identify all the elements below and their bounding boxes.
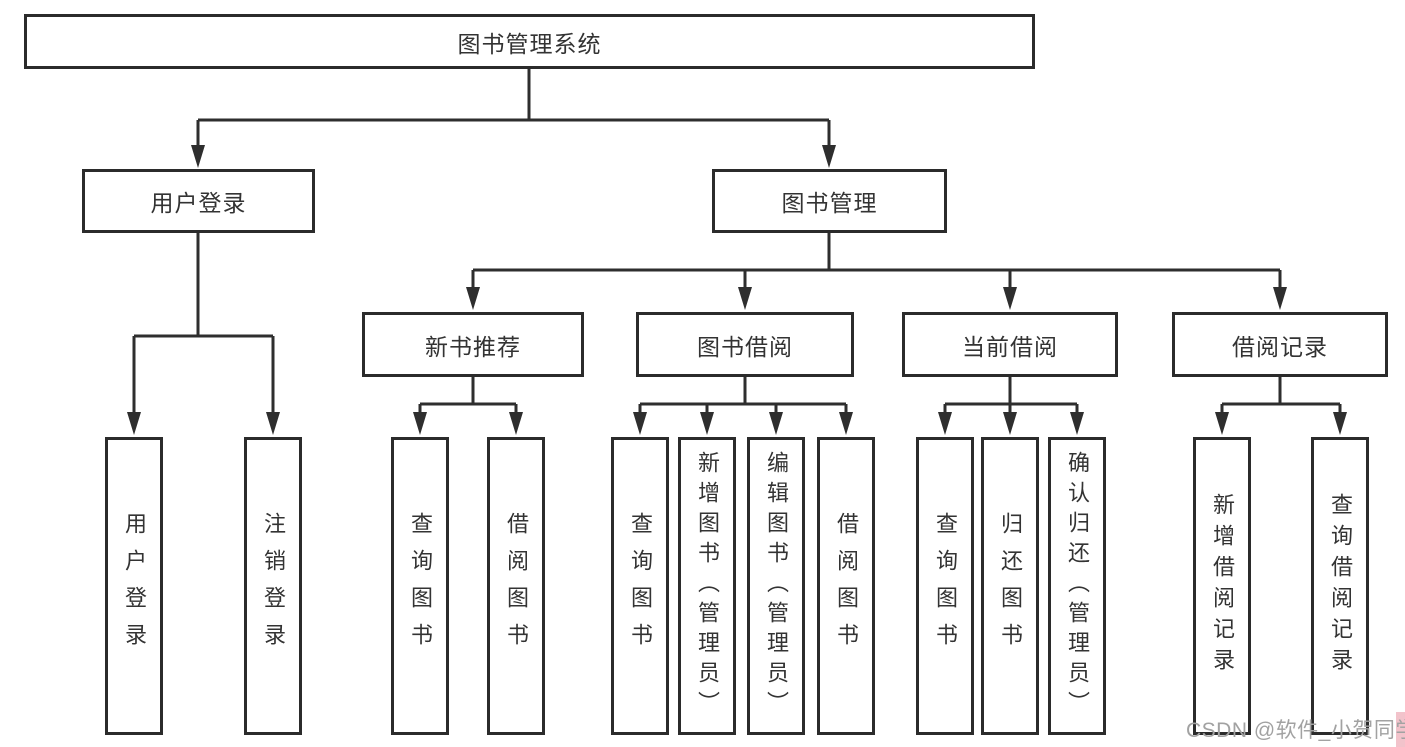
node-edit-books-admin: 编辑图书（管理员） bbox=[747, 437, 805, 735]
node-book-management: 图书管理 bbox=[712, 169, 947, 233]
node-confirm-return-admin: 确认归还（管理员） bbox=[1048, 437, 1106, 735]
node-label: 用户登录 bbox=[122, 512, 147, 660]
node-label: 确认归还（管理员） bbox=[1065, 451, 1090, 721]
node-label: 编辑图书（管理员） bbox=[764, 451, 789, 721]
node-borrowing-records: 借阅记录 bbox=[1172, 312, 1388, 377]
watermark: CSDN @软件_小贺同学 bbox=[1186, 714, 1405, 744]
node-label: 图书管理系统 bbox=[457, 30, 602, 57]
node-label: 归还图书 bbox=[998, 512, 1023, 660]
node-label: 当前借阅 bbox=[962, 333, 1058, 360]
node-user-login-leaf: 用户登录 bbox=[105, 437, 163, 735]
node-label: 图书管理 bbox=[781, 190, 878, 216]
node-label: 借阅图书 bbox=[834, 512, 859, 660]
node-label: 借阅记录 bbox=[1232, 333, 1328, 360]
node-new-book-recommendation: 新书推荐 bbox=[362, 312, 584, 377]
node-query-borrow-record: 查询借阅记录 bbox=[1311, 437, 1369, 735]
node-user-login: 用户登录 bbox=[82, 169, 315, 233]
node-label: 查询图书 bbox=[628, 512, 653, 660]
node-label: 注销登录 bbox=[261, 512, 286, 660]
node-current-borrowing: 当前借阅 bbox=[902, 312, 1118, 377]
node-label: 查询图书 bbox=[933, 512, 958, 660]
node-return-books: 归还图书 bbox=[981, 437, 1039, 735]
node-label: 借阅图书 bbox=[504, 512, 529, 660]
node-add-books-admin: 新增图书（管理员） bbox=[678, 437, 736, 735]
node-label: 图书借阅 bbox=[697, 333, 793, 360]
node-borrow-books-recommend: 借阅图书 bbox=[487, 437, 545, 735]
node-label: 用户登录 bbox=[150, 190, 247, 216]
node-label: 查询图书 bbox=[408, 512, 433, 660]
node-borrow-books-borrowing: 借阅图书 bbox=[817, 437, 875, 735]
node-library-management-system: 图书管理系统 bbox=[24, 14, 1035, 69]
node-query-books-recommend: 查询图书 bbox=[391, 437, 449, 735]
node-book-borrowing: 图书借阅 bbox=[636, 312, 854, 377]
node-label: 新增图书（管理员） bbox=[695, 451, 720, 721]
node-label: 查询借阅记录 bbox=[1328, 493, 1353, 679]
watermark-text: CSDN @软件_小贺同学 bbox=[1186, 719, 1405, 742]
node-query-books-current: 查询图书 bbox=[916, 437, 974, 735]
node-label: 新增借阅记录 bbox=[1210, 493, 1235, 679]
node-add-borrow-record: 新增借阅记录 bbox=[1193, 437, 1251, 735]
connector-path bbox=[132, 69, 1342, 413]
node-query-books-borrowing: 查询图书 bbox=[611, 437, 669, 735]
node-label: 新书推荐 bbox=[425, 333, 521, 360]
watermark-accent-strip bbox=[1396, 712, 1405, 747]
node-logout: 注销登录 bbox=[244, 437, 302, 735]
